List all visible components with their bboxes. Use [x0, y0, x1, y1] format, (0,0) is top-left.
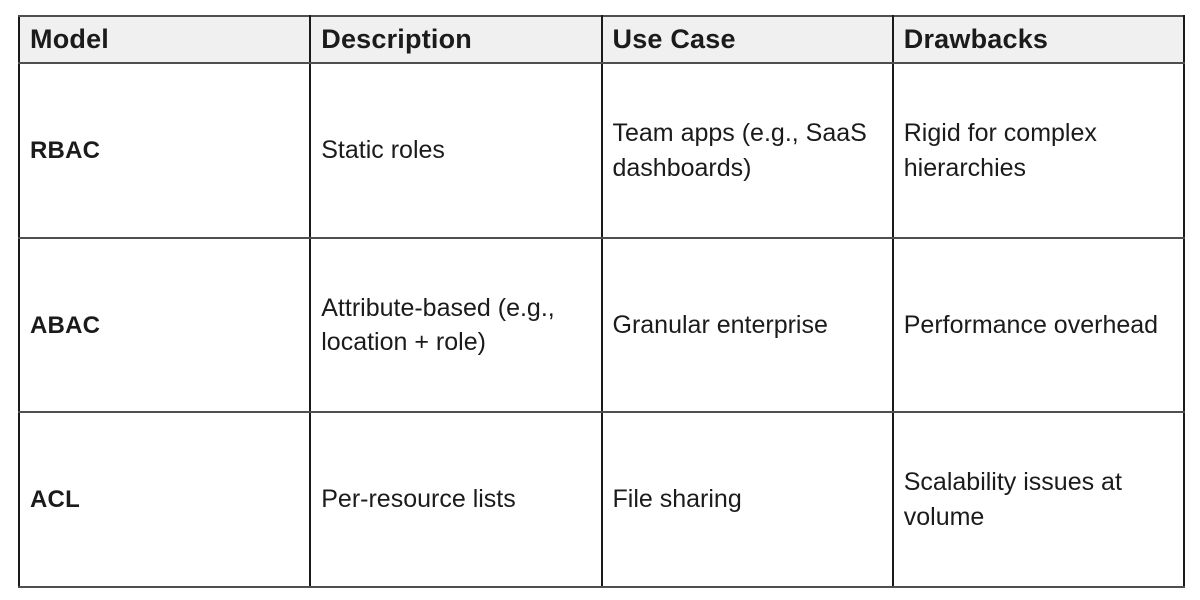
cell-rbac-model: RBAC — [17, 62, 312, 239]
column-header-description: Description — [309, 14, 603, 65]
cell-abac-drawbacks: Performance overhead — [891, 236, 1186, 414]
cell-rbac-drawbacks: Rigid for complex hierarchies — [891, 62, 1186, 239]
cell-acl-drawbacks: Scalability issues at volume — [891, 411, 1186, 588]
cell-rbac-use-case: Team apps (e.g., SaaS dashboards) — [600, 62, 894, 239]
cell-acl-description: Per-resource lists — [309, 411, 603, 588]
header-row: Model Description Use Case Drawbacks — [17, 14, 1186, 65]
column-header-drawbacks: Drawbacks — [891, 14, 1186, 65]
cell-abac-model: ABAC — [17, 236, 312, 414]
cell-acl-use-case: File sharing — [600, 411, 894, 588]
table-row-acl: ACL Per-resource lists File sharing Scal… — [17, 411, 1186, 588]
access-control-comparison-table: Model Description Use Case Drawbacks RBA… — [17, 14, 1186, 588]
cell-rbac-description: Static roles — [309, 62, 603, 239]
cell-abac-use-case: Granular enterprise — [600, 236, 894, 414]
cell-abac-description: Attribute-based (e.g., location + role) — [309, 236, 603, 414]
table-row-rbac: RBAC Static roles Team apps (e.g., SaaS … — [17, 62, 1186, 239]
column-header-model: Model — [17, 14, 312, 65]
table-row-abac: ABAC Attribute-based (e.g., location + r… — [17, 236, 1186, 414]
column-header-use-case: Use Case — [600, 14, 894, 65]
cell-acl-model: ACL — [17, 411, 312, 588]
